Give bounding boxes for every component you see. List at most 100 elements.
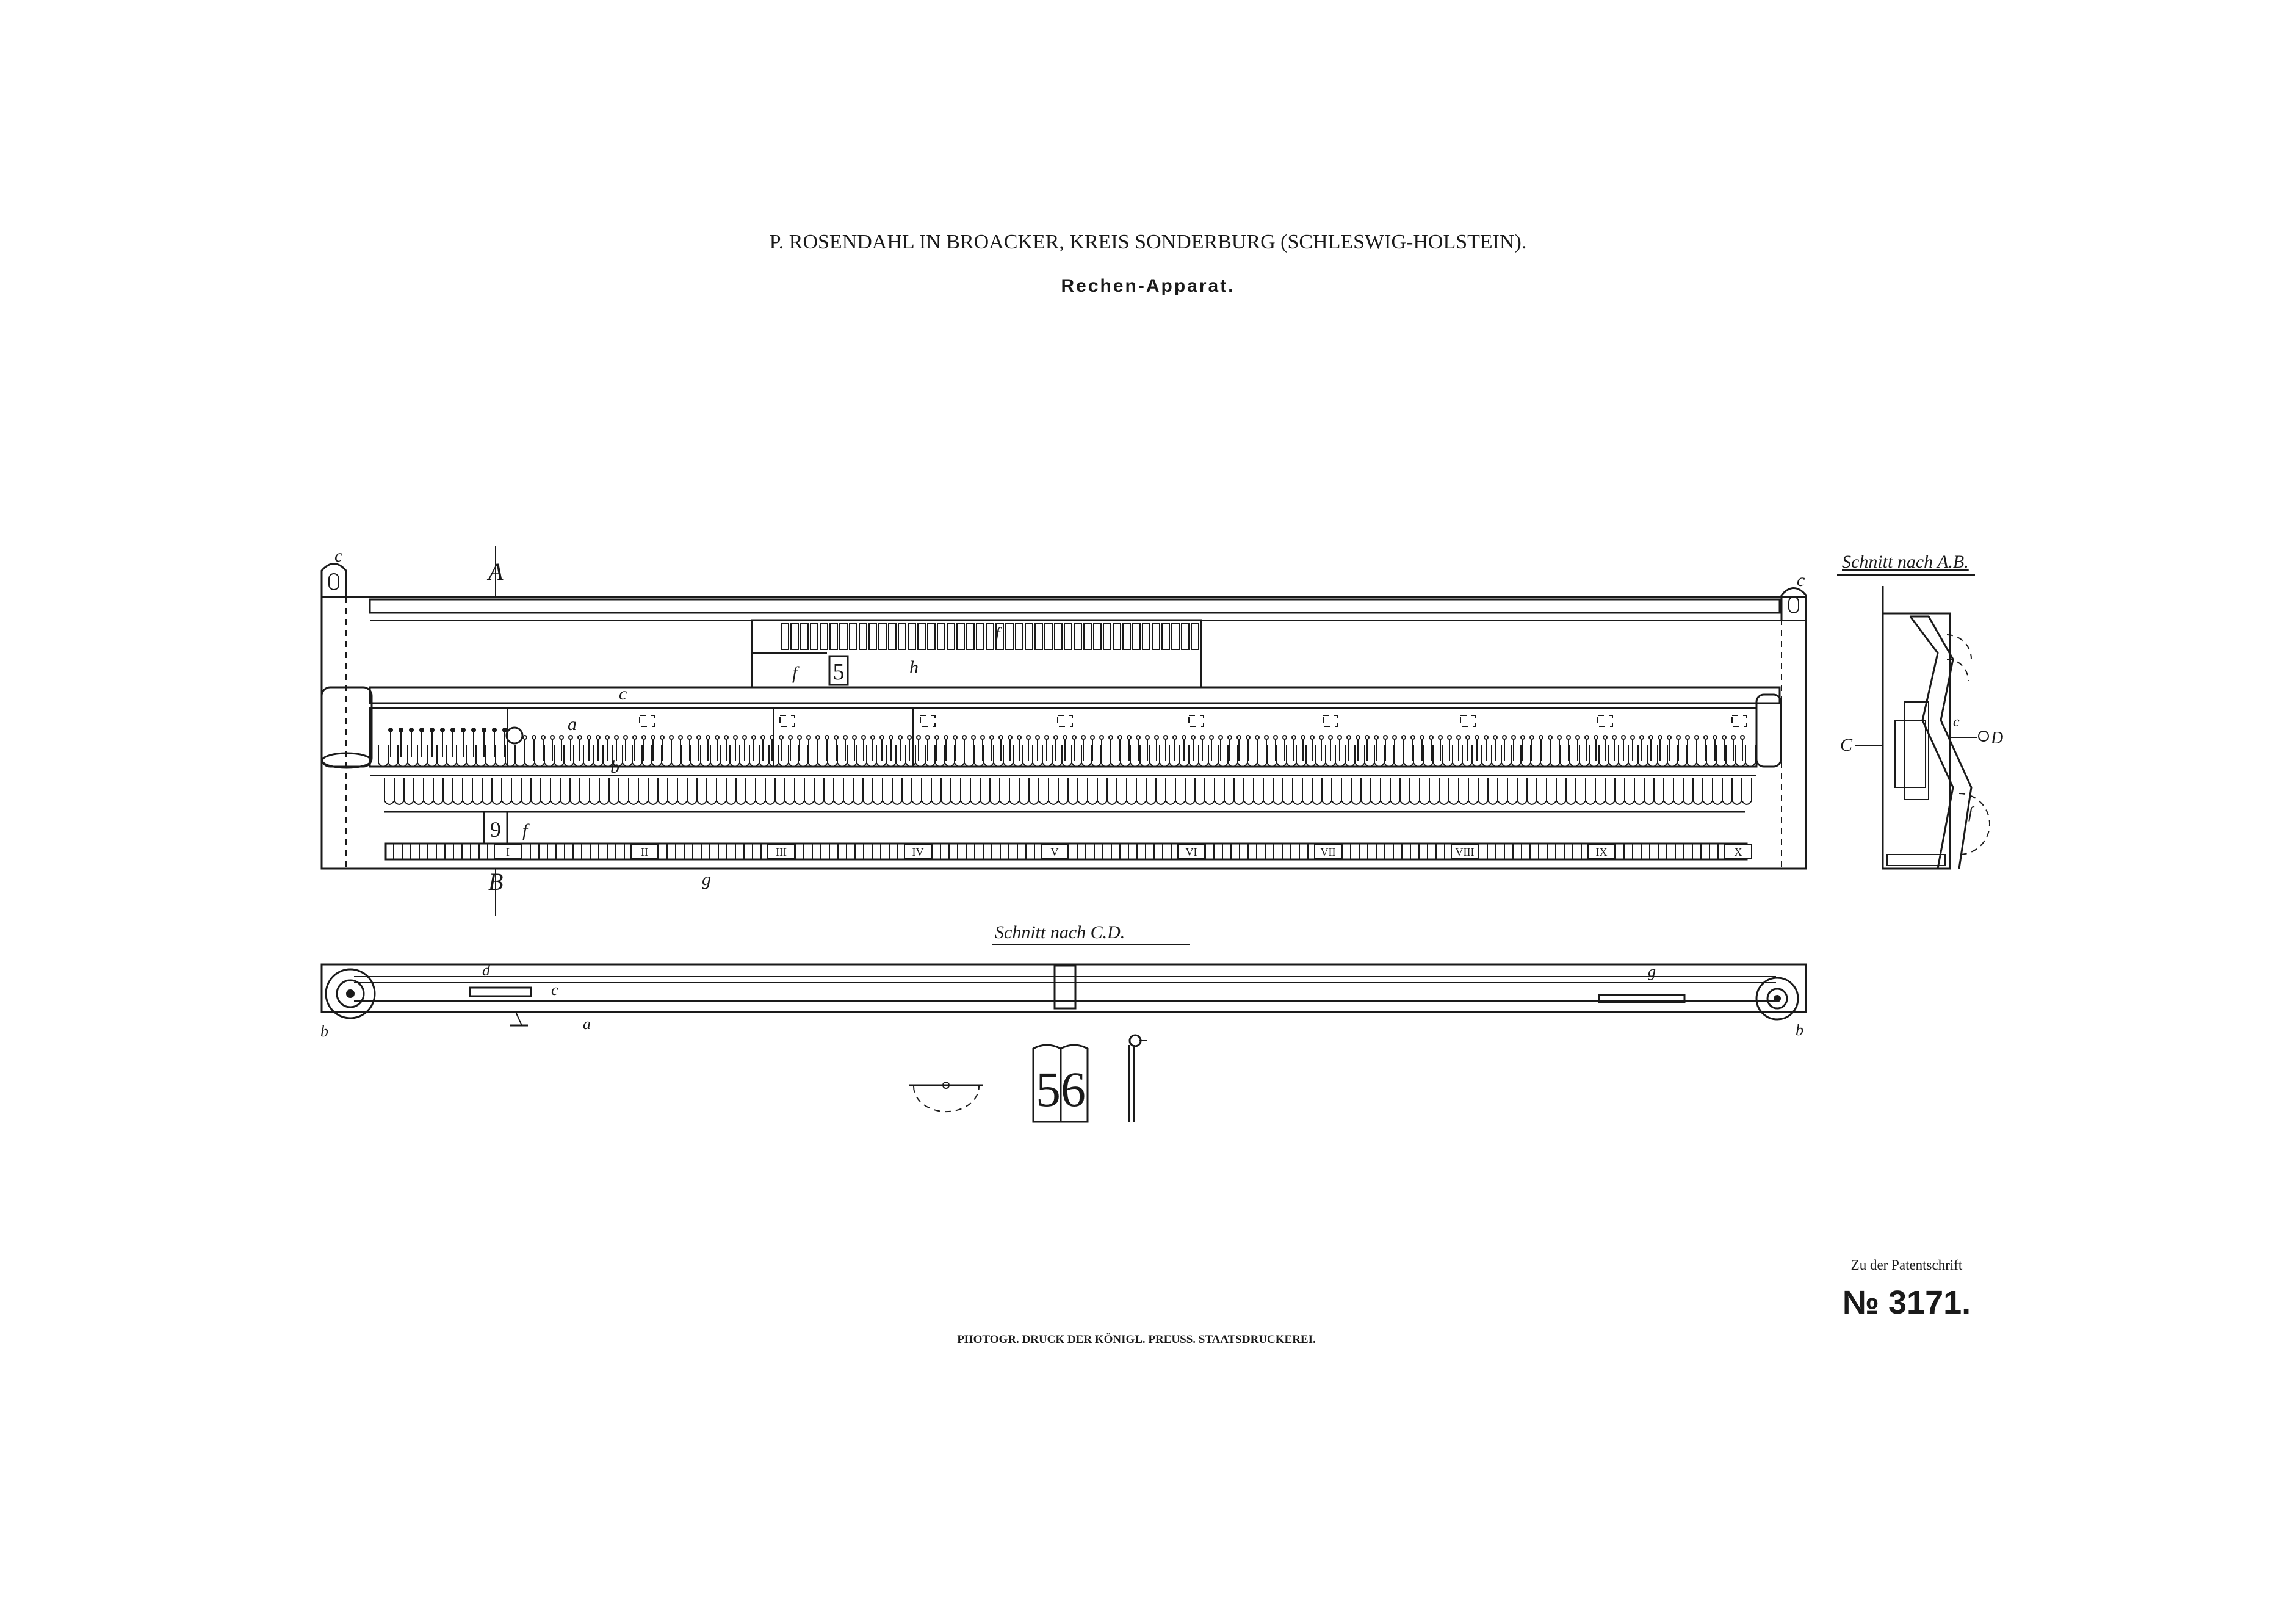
window-rib (1064, 623, 1072, 650)
stylus-pin-head (733, 735, 738, 740)
stylus-pin-head (1447, 735, 1452, 740)
label-f-stem: f (522, 820, 530, 840)
stylus-pin-head (1612, 735, 1617, 740)
stylus-pin-head (1603, 735, 1608, 740)
window-rib (1074, 623, 1082, 650)
roman-numeral: I (506, 846, 510, 858)
stylus-pin-head (1676, 735, 1681, 740)
result-digit-window (828, 655, 849, 686)
digit-window (1731, 715, 1747, 727)
stylus-pin-head (998, 735, 1003, 740)
stylus-pin-head (706, 735, 710, 740)
numeral-box (1177, 844, 1205, 859)
stylus-pin-head (1291, 735, 1296, 740)
scallop-row (378, 745, 1756, 767)
stylus-pin-head (641, 735, 646, 740)
stylus-pin-head (550, 735, 555, 740)
section-cd-view (320, 963, 1807, 1027)
stylus-pin-head (724, 735, 729, 740)
patent-label: Zu der Patentschrift (1851, 1257, 1963, 1273)
stylus-pin-head (806, 735, 811, 740)
section-ab-view (1855, 586, 1991, 870)
stylus-pin-head (879, 735, 884, 740)
stem-digit: 9 (490, 817, 501, 842)
digit-window (1460, 715, 1476, 727)
stylus-pin-head (788, 735, 793, 740)
patent-number: № 3171. (1843, 1284, 1971, 1321)
stylus-pin-head (1557, 735, 1562, 740)
stylus-pin-head (898, 735, 903, 740)
stylus-pin-head (1301, 735, 1305, 740)
stylus-pin-head (1621, 735, 1626, 740)
stylus-pin-head (614, 735, 619, 740)
roman-numeral: IV (912, 846, 924, 858)
left-lug (320, 563, 347, 597)
upper-scallop-band (378, 745, 1756, 767)
section-ab-title: Schnitt nach A.B. (1842, 552, 1969, 572)
stylus-pin-head (1548, 735, 1553, 740)
stylus-pin-head (1310, 735, 1315, 740)
window-rib (868, 623, 877, 650)
stylus-pin-head (1081, 735, 1086, 740)
stylus-pin-head (450, 728, 455, 732)
stylus-pin-head (568, 735, 573, 740)
stylus-pin-head (1255, 735, 1260, 740)
stylus-pin-head (907, 735, 912, 740)
roman-numeral: III (776, 846, 787, 858)
label-h: h (909, 657, 919, 678)
window-rib (1054, 623, 1063, 650)
stylus-pin-head (1713, 735, 1717, 740)
stylus-pin-head (1740, 735, 1745, 740)
right-lug (1780, 587, 1807, 620)
stylus-pin-head (1410, 735, 1415, 740)
roman-numeral: IX (1596, 846, 1608, 858)
label-c-right: c (1797, 570, 1805, 590)
stylus-pin-head (1072, 735, 1077, 740)
window-rib (878, 623, 887, 650)
stylus-pin-head (1209, 735, 1214, 740)
stylus-pin-head (861, 735, 866, 740)
stylus-pin-head (1008, 735, 1013, 740)
stylus-pin-head (1282, 735, 1287, 740)
stylus-pin-head (532, 735, 536, 740)
digit-window (639, 715, 655, 727)
stylus-pin-head (980, 735, 985, 740)
stylus-pin-head (1383, 735, 1388, 740)
window-rib (898, 623, 906, 650)
window-rib (1142, 623, 1150, 650)
label-c-slider: c (619, 684, 627, 704)
stylus-pin-head (1392, 735, 1397, 740)
roman-numeral: II (641, 846, 648, 858)
stylus-pin-head (577, 735, 582, 740)
stylus-pin-head (1566, 735, 1571, 740)
section-cd-title: Schnitt nach C.D. (995, 922, 1125, 942)
stylus-pin-head (1667, 735, 1672, 740)
stylus-pin-head (870, 735, 875, 740)
stylus-pin-head (797, 735, 802, 740)
stylus-pin-head (1200, 735, 1205, 740)
stylus-pin-head (1063, 735, 1067, 740)
stylus-pin-head (925, 735, 930, 740)
stylus-pin-head (825, 735, 829, 740)
stylus-pin-head (1337, 735, 1342, 740)
roman-numeral: VII (1321, 846, 1336, 858)
window-rib (1181, 623, 1190, 650)
stylus-pin-head (1511, 735, 1516, 740)
stylus-pin-head (1731, 735, 1736, 740)
stylus-pin-head (409, 728, 414, 732)
result-window-ribs (781, 623, 1199, 650)
stylus-pin-head (770, 735, 774, 740)
stylus-pin-head (1648, 735, 1653, 740)
printer-credit: PHOTOGR. DRUCK DER KÖNIGL. PREUSS. STAAT… (957, 1333, 1316, 1346)
digit-window (1597, 715, 1613, 727)
stylus-pin-head (834, 735, 839, 740)
section-cd-label-a: a (583, 1015, 591, 1033)
stylus-pin-head (1356, 735, 1360, 740)
section-ab-label-d: D (1990, 729, 2003, 748)
stylus-pin-head (953, 735, 958, 740)
window-rib (839, 623, 848, 650)
stylus-pin-head (779, 735, 784, 740)
stylus-pin-head (1053, 735, 1058, 740)
numeral-box (1724, 844, 1752, 859)
